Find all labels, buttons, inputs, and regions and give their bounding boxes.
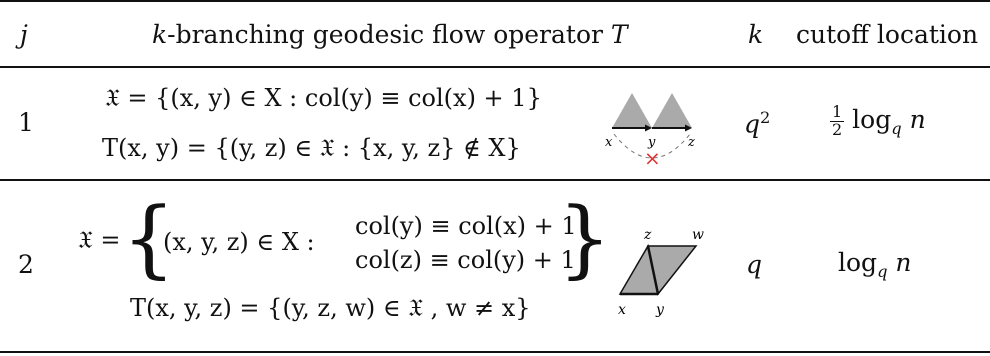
row2-cond2: col(z) ≡ col(y) + 1 <box>355 246 576 274</box>
row1-cutoff-n: n <box>909 104 926 134</box>
row2-brace-open: { <box>122 189 176 287</box>
top-rule <box>0 0 990 2</box>
row2-label-y: y <box>655 302 665 318</box>
row1-k: q2 <box>744 108 771 139</box>
row2-conditions: col(y) ≡ col(x) + 1 col(z) ≡ col(y) + 1 <box>355 209 577 277</box>
row2-parallelogram-figure: z w x y <box>618 227 704 318</box>
header-operator-T: T <box>610 20 628 49</box>
row1-cutoff-den: 2 <box>832 119 843 139</box>
row2-line2: T(x, y, z) = {(y, z, w) ∈ 𝔛 , w ≠ x} <box>130 294 531 322</box>
header-k: k <box>748 20 764 49</box>
row2-cutoff: logq n <box>838 250 912 280</box>
middle-rule <box>0 179 990 181</box>
row1-triangles-figure: x y z × <box>605 93 695 170</box>
header-j: j <box>20 20 28 49</box>
header-operator-text: -branching geodesic flow operator <box>167 20 611 49</box>
row2-j: 2 <box>18 250 34 279</box>
row2-set-head: (x, y, z) ∈ X : <box>163 228 315 256</box>
row2-lhs: 𝔛 = <box>78 226 121 254</box>
bottom-rule <box>0 351 990 353</box>
header-operator: k-branching geodesic flow operator T <box>152 22 628 47</box>
row1-cutoff-sub: q <box>891 118 902 138</box>
header-cutoff: cutoff location <box>796 20 979 49</box>
row1-cross: × <box>644 146 661 170</box>
row2-label-w: w <box>692 227 704 243</box>
row2-cond1: col(y) ≡ col(x) + 1 <box>355 212 577 240</box>
row1-label-x: x <box>605 135 613 150</box>
row1-cutoff-num: 1 <box>830 102 845 122</box>
row1-label-z: z <box>687 135 695 150</box>
row2-cutoff-log: log <box>838 248 878 277</box>
row1-line2: T(x, y) = {(y, z) ∈ 𝔛 : {x, y, z} ∉ X} <box>102 134 521 162</box>
row2-brace-close: } <box>558 189 612 287</box>
row1-arrowhead-z <box>685 124 692 132</box>
row2-label-z: z <box>643 227 652 243</box>
header-operator-k: k <box>152 20 168 49</box>
row1-triangle-right <box>652 93 692 128</box>
row2-cutoff-n: n <box>895 248 912 277</box>
row1-k-base: q <box>744 109 761 139</box>
row1-j: 1 <box>18 108 34 137</box>
row1-k-exp: 2 <box>760 108 771 127</box>
row1-label-y: y <box>647 135 656 150</box>
row1-dashed-arc <box>613 133 691 159</box>
row2-label-x: x <box>618 302 626 318</box>
row1-triangle-left <box>612 93 652 128</box>
row1-arrowhead-y <box>645 124 652 132</box>
row1-line1: 𝔛 = {(x, y) ∈ X : col(y) ≡ col(x) + 1} <box>105 84 542 112</box>
header-rule <box>0 66 990 68</box>
row2-cutoff-sub: q <box>877 262 888 281</box>
row1-cutoff-log: log <box>852 104 892 134</box>
row2-k: q <box>746 250 763 279</box>
row2-edge-zy <box>646 245 660 295</box>
